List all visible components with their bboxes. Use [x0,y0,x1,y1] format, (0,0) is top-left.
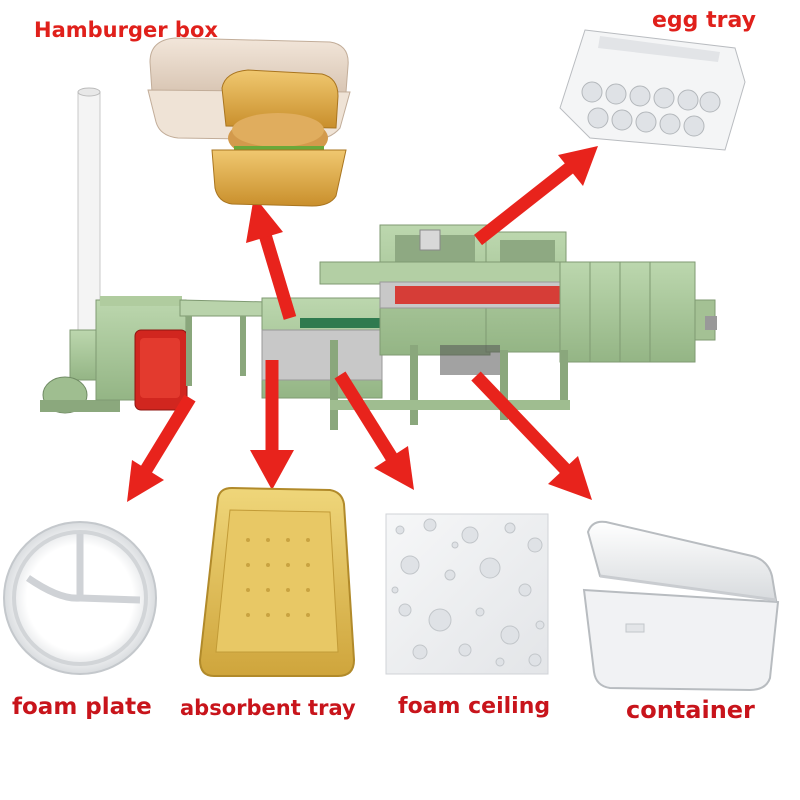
arrow-to-foam-ceiling [334,371,414,490]
arrow-to-absorbent-tray [250,360,294,490]
arrow-to-egg-tray [473,146,598,246]
egg-tray-image [559,29,746,151]
arrow-to-hamburger-box [246,196,297,320]
hamburger-box-label: Hamburger box [34,18,218,42]
foam-plate-image [3,521,157,675]
foam-ceiling-image [385,513,549,675]
hamburger-box-image [147,37,351,207]
thermoforming-machine [40,87,717,430]
foam-plate-label: foam plate [12,694,152,720]
container-image [582,520,780,692]
absorbent-tray-label: absorbent tray [180,696,356,720]
container-label: container [626,696,755,724]
arrows [127,146,598,502]
egg-tray-label: egg tray [652,8,756,33]
arrow-to-foam-plate [127,394,196,502]
absorbent-tray-image [198,486,356,677]
arrow-to-container [471,371,592,500]
foam-ceiling-label: foam ceiling [398,694,551,719]
